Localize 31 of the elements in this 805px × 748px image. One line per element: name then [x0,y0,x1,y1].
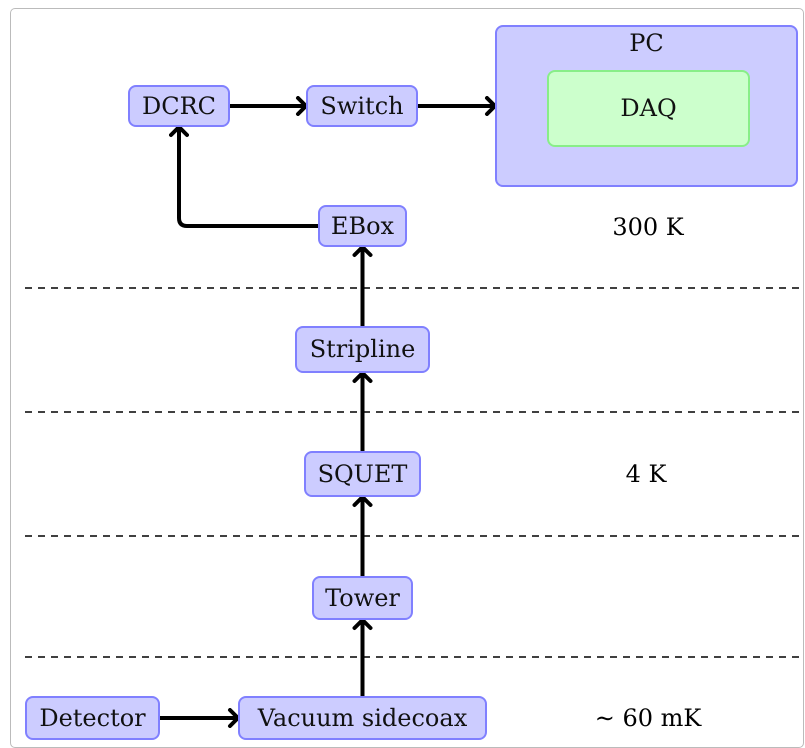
arrow [352,245,372,326]
arrow [352,371,372,451]
process-box [318,205,407,247]
temperature-label: ∼ 60 mK [594,704,702,732]
arrow [352,495,372,576]
temperature-label: 300 K [612,213,684,241]
process-box [25,696,160,740]
node-label: SQUET [318,460,408,488]
process-box [306,85,418,127]
process-box [312,576,413,620]
arrow [418,96,497,116]
node-label: Stripline [310,336,416,363]
node-label: Tower [325,584,400,612]
node-label: Vacuum sidecoax [258,704,468,732]
process-box [547,70,750,147]
process-box [128,85,230,127]
arrow [169,125,318,228]
node-label: DAQ [620,95,677,122]
node-label: DCRC [142,92,216,120]
temperature-label: 4 K [626,460,666,488]
group-box [495,25,798,187]
node-label: Switch [320,92,404,120]
node-label: Detector [39,704,146,732]
process-box [238,696,487,740]
process-box [304,451,421,497]
process-box [295,326,430,373]
node-label: EBox [330,212,394,240]
arrow [160,708,240,728]
arrow [352,618,372,696]
arrow [230,96,308,116]
group-title: PC [629,30,664,56]
